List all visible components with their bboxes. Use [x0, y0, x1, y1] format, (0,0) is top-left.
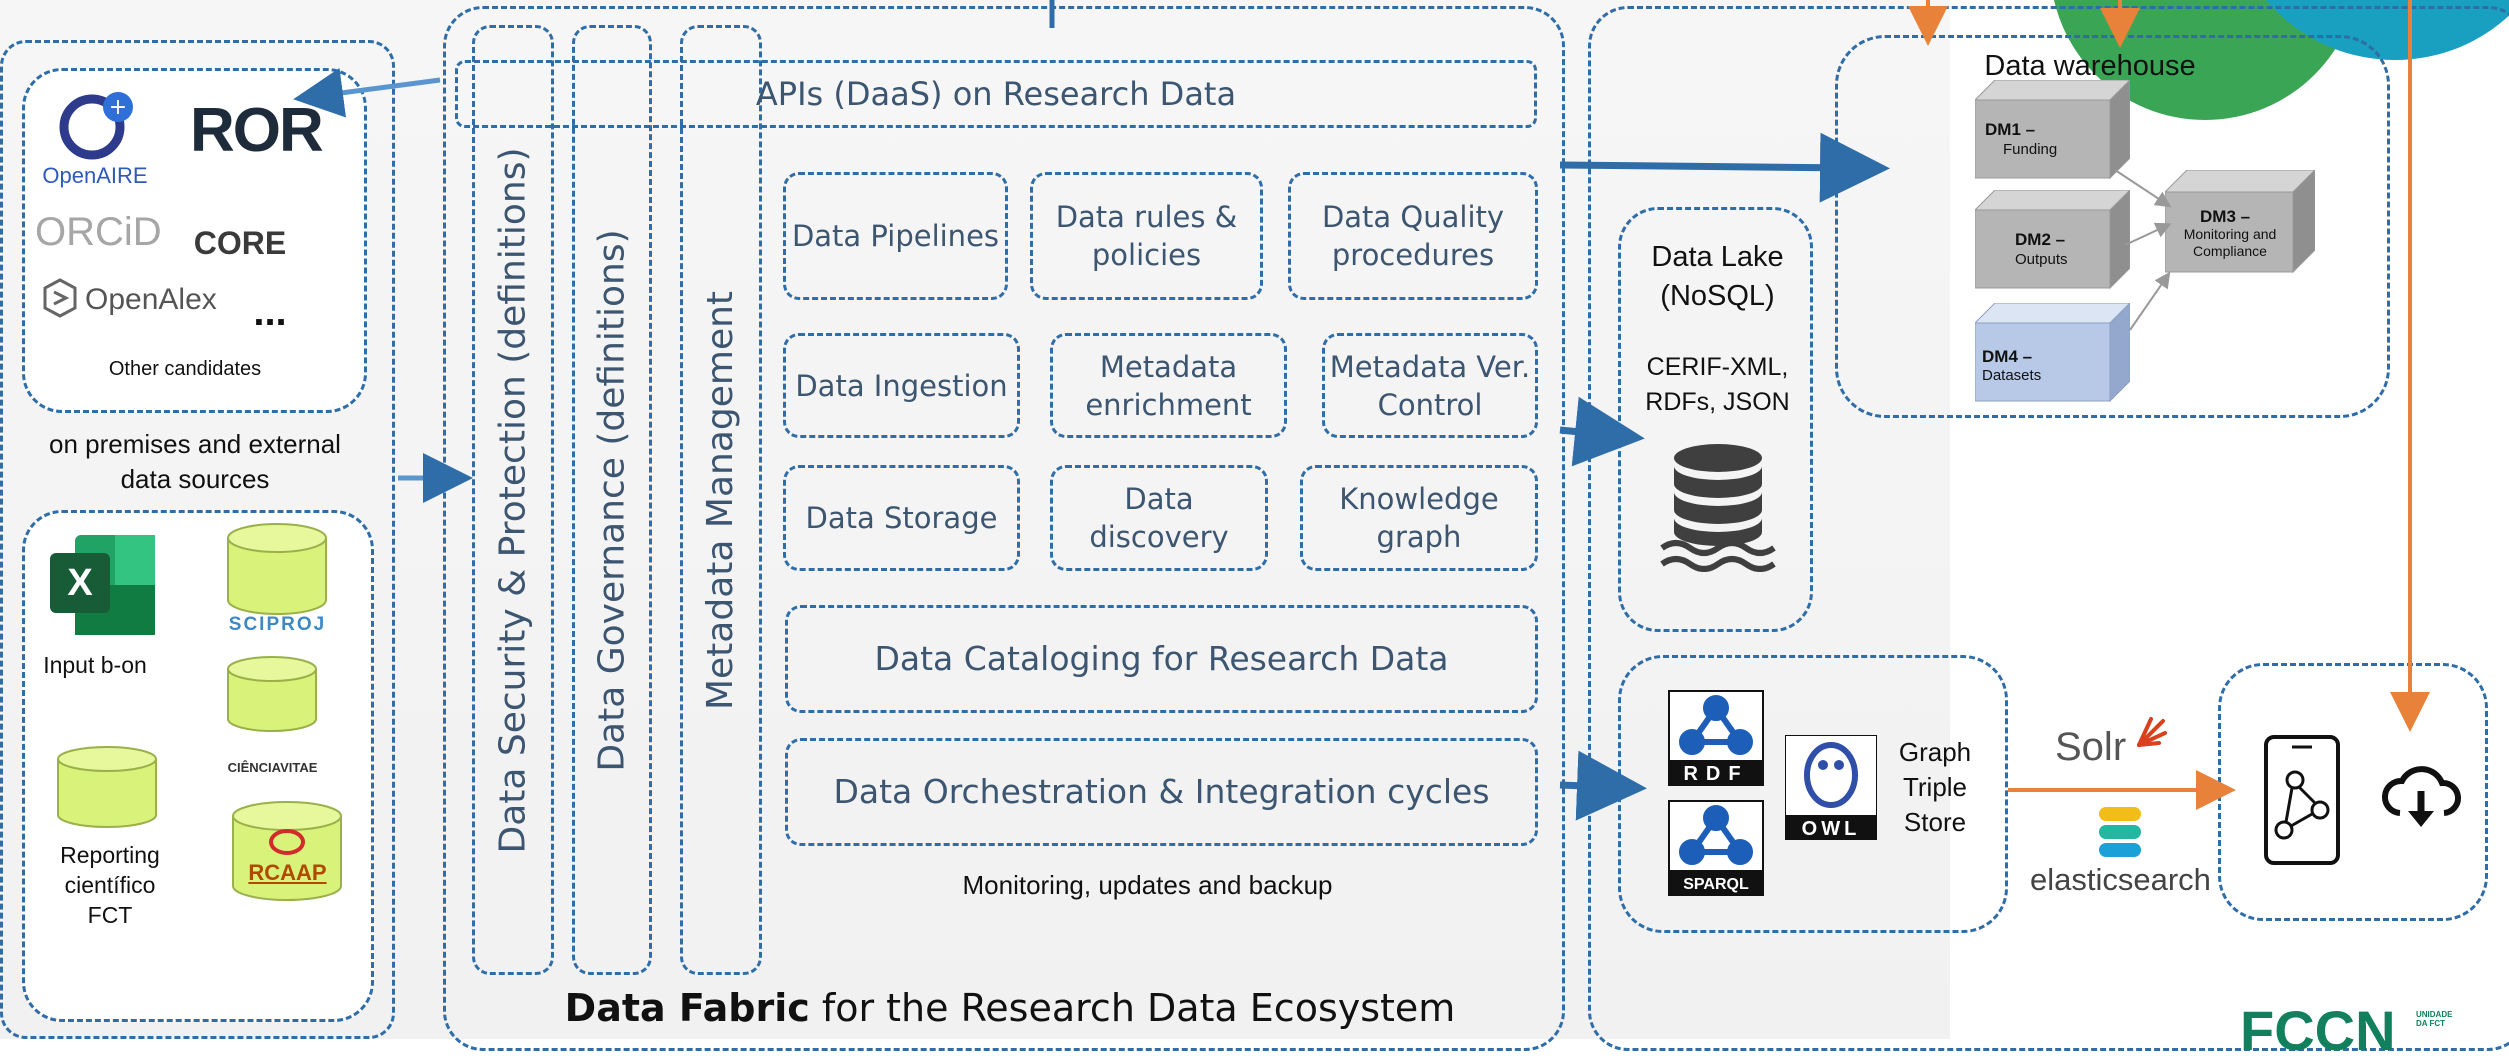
rdf-text: RDF — [1683, 763, 1748, 784]
knowledge-graph-box: Knowledge graph — [1300, 465, 1538, 571]
database-icon — [1660, 444, 1776, 572]
metadata-column — [680, 25, 762, 975]
dm3-cube — [2165, 170, 2315, 274]
excel-icon: X — [50, 535, 160, 635]
owl-logo: OWL — [1784, 734, 1878, 841]
dm2-cube — [1975, 190, 2130, 290]
data-fabric-title-bold: Data Fabric — [564, 986, 810, 1030]
dm3-code: DM3 – — [2200, 207, 2251, 226]
sparql-text: SPARQL — [1683, 876, 1749, 893]
data-lake-title: Data Lake (NoSQL) — [1651, 241, 1784, 312]
dm4-name: Datasets — [1982, 367, 2042, 384]
elasticsearch-label: elasticsearch — [2030, 862, 2211, 897]
dm4-cube — [1975, 303, 2130, 403]
dm1-cube — [1975, 80, 2130, 180]
core-logo: CORE — [193, 225, 287, 261]
more-sources-ellipsis: ... — [253, 290, 287, 334]
dm2-code: DM2 – — [2015, 230, 2066, 249]
owl-text: OWL — [1802, 818, 1861, 840]
graph-store-label: Graph Triple Store — [1898, 737, 1972, 837]
governance-column — [572, 25, 652, 975]
dm4-code: DM4 – — [1982, 347, 2033, 366]
data-quality-box: Data Quality procedures — [1288, 172, 1538, 300]
dm-connector-arrows — [2114, 169, 2172, 331]
data-orchestration-box: Data Orchestration & Integration cycles — [785, 738, 1538, 846]
security-column — [472, 25, 554, 975]
data-cataloging-box: Data Cataloging for Research Data — [785, 605, 1538, 713]
openalex-wordmark: OpenAlex — [85, 283, 217, 316]
input-bon-label: Input b-on — [43, 652, 147, 678]
data-lake-formats: CERIF-XML, RDFs, JSON — [1645, 353, 1790, 416]
metadata-enrichment-box: Metadata enrichment — [1050, 333, 1287, 438]
other-candidates-label: Other candidates — [108, 358, 262, 380]
reporting-fct-label: Reporting científico FCT — [60, 842, 160, 928]
svg-text:+: + — [109, 95, 127, 120]
openaire-logo: + — [50, 85, 160, 195]
dm1-code: DM1 – — [1985, 120, 2036, 139]
data-rules-box: Data rules & policies — [1030, 172, 1263, 300]
data-ingestion-box: Data Ingestion — [783, 333, 1020, 438]
fccn-subtitle: UNIDADE DA FCT — [2416, 1010, 2453, 1028]
data-fabric-title: Data Fabric for the Research Data Ecosys… — [560, 986, 1460, 1030]
data-storage-box: Data Storage — [783, 465, 1020, 571]
elasticsearch-icon — [2099, 807, 2141, 857]
dm1-name: Funding — [2003, 141, 2058, 158]
solr-logo: Solr — [2055, 725, 2127, 769]
rcaap-database-icon — [232, 801, 342, 901]
data-warehouse-title: Data warehouse — [1984, 50, 2196, 82]
sparql-logo: SPARQL — [1668, 800, 1764, 896]
sciproj-database-icon — [227, 523, 327, 615]
sources-caption: on premises and external data sources — [49, 429, 341, 494]
openaire-wordmark: OpenAIRE — [42, 163, 148, 188]
ciencia-vitae-database-icon — [227, 656, 317, 732]
reporting-database-icon — [57, 746, 157, 828]
apis-box: APIs (DaaS) on Research Data — [455, 60, 1537, 128]
mobile-network-icon — [2264, 735, 2340, 865]
flow-arrows — [293, 0, 2430, 821]
monitoring-label: Monitoring, updates and backup — [962, 870, 1333, 900]
external-sources-panel — [22, 68, 367, 413]
rcaap-label: RCAAP — [248, 860, 327, 885]
data-discovery-box: Data discovery — [1050, 465, 1268, 571]
ciencia-vitae-label: CIÊNCIAVITAE — [227, 760, 318, 775]
data-fabric-title-rest: for the Research Data Ecosystem — [809, 986, 1456, 1030]
rdf-logo: RDF — [1668, 690, 1764, 786]
dm3-name: Monitoring and Compliance — [2183, 226, 2277, 259]
data-pipelines-box: Data Pipelines — [783, 172, 1008, 300]
cloud-download-icon — [2382, 766, 2462, 827]
svg-text:X: X — [67, 562, 93, 604]
sources-outer-panel — [0, 40, 395, 1039]
solr-sun-icon — [2137, 717, 2167, 747]
orcid-logo: ORCiD — [35, 210, 162, 254]
metadata-version-box: Metadata Ver. Control — [1322, 333, 1538, 438]
sciproj-label: SCIPROJ — [228, 614, 327, 635]
dm2-name: Outputs — [2015, 251, 2068, 268]
fccn-logo: FCCN — [2240, 999, 2396, 1062]
openalex-icon — [42, 278, 78, 318]
